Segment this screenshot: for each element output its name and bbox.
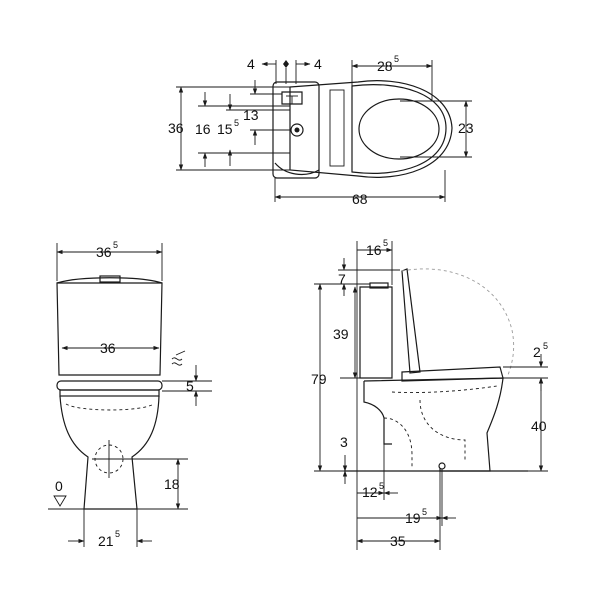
dim-side-19-sup: 5 bbox=[422, 507, 427, 517]
dim-side-2: 2 bbox=[533, 344, 541, 360]
dim-top-68: 68 bbox=[352, 191, 368, 207]
side-view-lid bbox=[401, 268, 421, 374]
top-view-bowl-outline bbox=[289, 80, 453, 178]
top-view-seat-opening bbox=[358, 98, 440, 160]
dim-top-15-sup: 5 bbox=[234, 118, 239, 128]
front-view: 36 5 36 5 18 0 21 5 bbox=[48, 240, 212, 549]
dim-side-39: 39 bbox=[333, 326, 349, 342]
side-view-tank bbox=[359, 286, 393, 379]
dim-top-4-left: 4 bbox=[247, 56, 255, 72]
front-view-flush-button bbox=[99, 275, 121, 283]
dim-top-4-right: 4 bbox=[314, 56, 322, 72]
top-view-seat-ring bbox=[351, 84, 447, 174]
dim-side-35: 35 bbox=[390, 533, 406, 549]
top-view: 4 4 28 5 36 16 15 5 13 23 bbox=[168, 54, 474, 207]
dim-top-seat-width-sup: 5 bbox=[394, 54, 399, 64]
water-supply-icon bbox=[171, 350, 186, 366]
dim-front-5: 5 bbox=[186, 378, 194, 394]
dim-side-3: 3 bbox=[340, 434, 348, 450]
dim-top-23: 23 bbox=[458, 120, 474, 136]
floor-level-marker-icon bbox=[53, 495, 67, 507]
dim-top-depth-36: 36 bbox=[168, 120, 184, 136]
dim-front-zero: 0 bbox=[55, 478, 63, 494]
dim-front-tank-width: 36 bbox=[96, 244, 112, 260]
side-view-bowl bbox=[363, 377, 504, 472]
dim-top-16: 16 bbox=[195, 121, 211, 137]
dim-front-tank-width-sup: 5 bbox=[113, 240, 118, 250]
dim-side-16-sup: 5 bbox=[383, 238, 388, 248]
dim-side-2-sup: 5 bbox=[543, 341, 548, 351]
dim-side-79: 79 bbox=[311, 371, 327, 387]
dim-top-13: 13 bbox=[243, 107, 259, 123]
dim-front-base-width-sup: 5 bbox=[115, 529, 120, 539]
dim-side-40: 40 bbox=[531, 418, 547, 434]
front-view-seat bbox=[56, 380, 163, 391]
dim-side-16: 16 bbox=[366, 242, 382, 258]
dim-side-19: 19 bbox=[405, 510, 421, 526]
dim-front-18: 18 bbox=[164, 476, 180, 492]
side-view-lid-arc bbox=[401, 268, 515, 376]
dim-side-7: 7 bbox=[338, 271, 346, 287]
top-view-inlet bbox=[281, 91, 303, 105]
front-view-bowl bbox=[59, 395, 160, 510]
dim-top-15: 15 bbox=[217, 121, 233, 137]
side-view: 16 5 7 39 79 2 5 40 3 bbox=[311, 238, 548, 550]
dim-front-base-width: 21 bbox=[98, 533, 114, 549]
front-view-tank bbox=[56, 282, 163, 376]
dim-side-12: 12 bbox=[362, 484, 378, 500]
top-view-hinge bbox=[329, 89, 345, 167]
dim-front-seat-width: 36 bbox=[100, 340, 116, 356]
dim-top-seat-width: 28 bbox=[377, 58, 393, 74]
dim-side-12-sup: 5 bbox=[379, 481, 384, 491]
